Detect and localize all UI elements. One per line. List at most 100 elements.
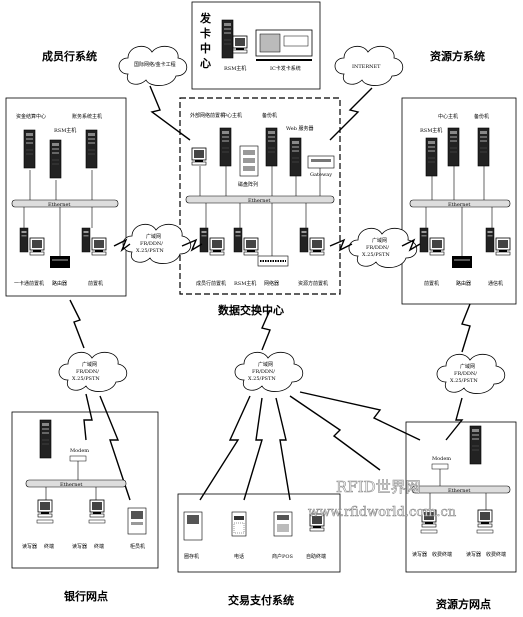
member-router-icon xyxy=(50,256,70,268)
wan-bc-line3: X.25/PSTN xyxy=(248,376,276,382)
wan-links xyxy=(69,238,471,501)
atm-icon xyxy=(127,507,147,535)
exchange-rsm-label: RSM主机 xyxy=(234,280,256,287)
kiosk-label: 圈存机 xyxy=(184,553,199,560)
resource-backup-server-icon xyxy=(477,127,490,167)
wan-cloud-bottom-center: 广域网 FR/DDN/ X.25/PSTN xyxy=(234,351,304,392)
switch-label: 网络器 xyxy=(264,280,279,287)
wan-right-line3: X.25/PSTN xyxy=(362,252,390,258)
business-server-icon xyxy=(85,129,98,169)
disk-array-label: 磁盘阵列 xyxy=(238,181,258,188)
resource-branch-modem-label: Modem xyxy=(432,456,451,462)
resource-front-end-monitor-icon xyxy=(429,237,445,256)
issuing-title-4: 心 xyxy=(200,57,211,70)
wan-right-line1: 广域网 xyxy=(372,237,387,244)
exchange-rsm-tower-icon xyxy=(233,227,243,253)
kiosk-icon xyxy=(183,511,203,541)
member-rsm-label: RSM主机 xyxy=(54,127,76,134)
comm-label: 通信机 xyxy=(488,280,503,287)
watermark-line1: RFID世界网 xyxy=(336,478,421,496)
exchange-member-front-label: 成员行前置机 xyxy=(196,280,226,287)
self-service-label: 自助终端 xyxy=(306,553,326,560)
svg-text:广域网 FR/DDN/ X.25/P: 广域网 FR/DDN/ X.25/PSTN xyxy=(362,237,391,258)
resource-branch-reader-1-label: 读写器 xyxy=(412,551,427,558)
issuing-title-1: 发 xyxy=(199,11,212,25)
resource-front-end-label: 前置机 xyxy=(424,280,439,287)
resource-backup-label: 备份机 xyxy=(474,113,489,120)
resource-center-host-label: 中心主机 xyxy=(438,113,458,120)
svg-text:广域网 FR/DDN/ X.25/P: 广域网 FR/DDN/ X.25/PSTN xyxy=(72,361,101,382)
exchange-rsm-monitor-icon xyxy=(243,237,259,256)
svg-text:INTERNET: INTERNET xyxy=(352,64,381,70)
member-front-monitor-icon xyxy=(209,237,225,256)
branch-terminal-2-icon xyxy=(89,499,105,518)
issuing-rsm-label: RSM主机 xyxy=(224,65,246,72)
settlement-center-label: 资金结算中心 xyxy=(16,113,46,120)
branch-terminal-2-label: 终端 xyxy=(94,543,104,550)
web-server-label: Web 服务器 xyxy=(286,125,313,132)
resource-branch-modem-icon xyxy=(431,463,449,470)
resource-center-server-icon xyxy=(447,127,460,167)
resource-branch-box: Modem Ethernet 读写器 收费终端 读写器 收费终端 xyxy=(405,421,517,573)
ext-front-label: 外部网络前置机 xyxy=(190,112,225,119)
wan-br-line3: X.25/PSTN xyxy=(450,378,478,384)
resource-front-monitor-icon xyxy=(309,237,325,256)
branch-terminal-1-icon xyxy=(37,499,53,518)
wan-bl-line2: FR/DDN/ xyxy=(76,369,99,375)
svg-text:国际网络/金卡工程: 国际网络/金卡工程 xyxy=(134,61,176,68)
pos-icon xyxy=(273,511,293,537)
member-bank-box: 资金结算中心 账务系统主机 RSM主机 Ethernet 一卡通前置机 路由器 … xyxy=(5,97,127,297)
card-center-monitor-icon xyxy=(29,237,45,256)
ic-card-issuer-icon xyxy=(255,29,313,61)
resource-branch-keyboard-2-icon xyxy=(476,529,494,534)
phone-icon xyxy=(231,511,247,537)
issuing-monitor-icon xyxy=(232,35,248,54)
resource-rsm-label: RSM主机 xyxy=(420,127,442,134)
payment-title: 交易支付系统 xyxy=(228,593,294,607)
gateway-icon xyxy=(307,155,335,169)
watermark-line2: www.rfidworld.com.cn xyxy=(308,505,457,520)
branch-reader-1-label: 读写器 xyxy=(22,543,37,550)
link-intl-exchange xyxy=(149,85,191,141)
exchange-center-server-icon xyxy=(219,127,232,167)
issuing-title-3: 中 xyxy=(200,41,211,55)
wan-cloud-left: 广域网 FR/DDN/ X.25/PSTN xyxy=(122,223,192,264)
branch-reader-2-label: 读写器 xyxy=(72,543,87,550)
resource-front-tower-icon xyxy=(299,227,309,253)
wan-left-line3: X.25/PSTN xyxy=(136,248,164,254)
resource-branch-keyboard-1-icon xyxy=(420,529,438,534)
resource-ethernet-label: Ethernet xyxy=(448,202,470,208)
resource-router-icon xyxy=(452,256,472,268)
resource-front-label: 资源方前置机 xyxy=(298,280,328,287)
internet-cloud: INTERNET xyxy=(334,45,404,86)
wan-cloud-right: 广域网 FR/DDN/ X.25/PSTN xyxy=(348,227,418,268)
svg-text:广域网 FR/DDN/ X.25/P: 广域网 FR/DDN/ X.25/PSTN xyxy=(450,363,479,384)
member-front-tower-icon xyxy=(199,227,209,253)
branch-terminal-1-label: 终端 xyxy=(44,543,54,550)
wan-bc-line2: FR/DDN/ xyxy=(252,369,275,375)
member-front-label: 前置机 xyxy=(88,280,103,287)
resource-branch-fee-2-label: 收费终端 xyxy=(486,551,506,558)
branch-keyboard-2-icon xyxy=(88,519,106,524)
resource-branch-fee-1-label: 收费终端 xyxy=(432,551,452,558)
member-ethernet-label: Ethernet xyxy=(48,202,70,208)
resource-front-end-tower-icon xyxy=(419,227,429,253)
resource-rsm-server-icon xyxy=(425,137,438,177)
wan-br-line1: 广域网 xyxy=(460,363,475,370)
bank-branch-box: Modem Ethernet 读写器 终端 读写器 终端 柜员机 xyxy=(11,411,159,569)
comm-tower-icon xyxy=(485,227,495,253)
resource-branch-title: 资源方网点 xyxy=(436,597,491,611)
bank-branch-title: 银行网点 xyxy=(64,589,108,603)
exchange-backup-server-icon xyxy=(265,127,278,167)
branch-ethernet-label: Ethernet xyxy=(60,482,82,488)
member-front-tower-icon xyxy=(81,227,91,253)
resource-branch-ethernet-label: Ethernet xyxy=(448,488,470,494)
business-host-label: 账务系统主机 xyxy=(72,113,102,120)
payment-box: 圈存机 电话 商户POS 自助终端 xyxy=(177,493,341,573)
ext-front-monitor-icon xyxy=(191,147,207,166)
comm-monitor-icon xyxy=(495,237,511,256)
resource-title: 资源方系统 xyxy=(430,49,485,63)
gateway-label: Gateway xyxy=(310,172,332,178)
wan-bl-line1: 广域网 xyxy=(82,361,97,368)
